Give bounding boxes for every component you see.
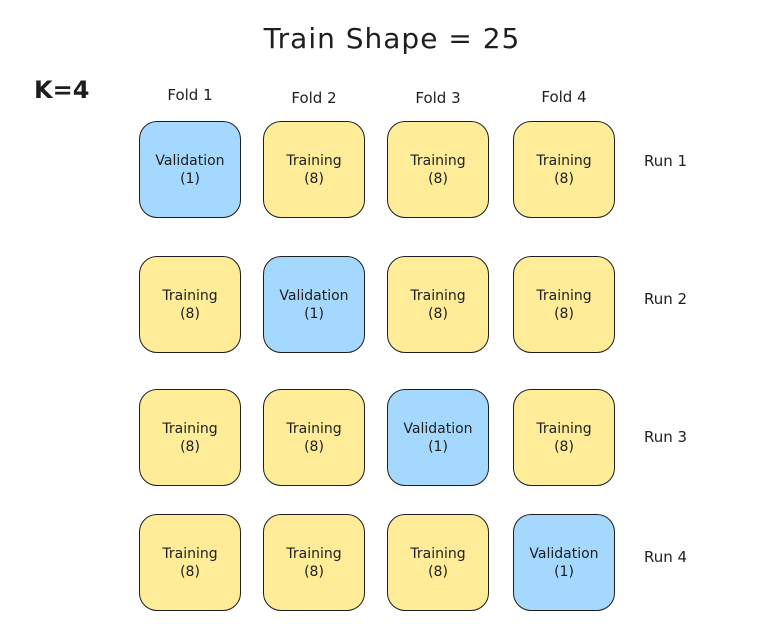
cell-label: Training [286, 420, 342, 437]
cell-count: (8) [428, 563, 448, 580]
cell-label: Training [536, 152, 592, 169]
cell-label: Training [536, 420, 592, 437]
cell-count: (8) [304, 170, 324, 187]
training-cell-run4-fold1: Training(8) [139, 514, 241, 611]
cell-label: Training [162, 545, 218, 562]
run-label-3: Run 3 [644, 428, 688, 446]
cell-count: (8) [180, 305, 200, 322]
cell-label: Training [410, 287, 466, 304]
validation-cell-run4-fold4: Validation(1) [513, 514, 615, 611]
fold-label-2: Fold 2 [291, 89, 337, 107]
cell-count: (8) [554, 438, 574, 455]
training-cell-run4-fold3: Training(8) [387, 514, 489, 611]
training-cell-run2-fold1: Training(8) [139, 256, 241, 353]
cell-count: (8) [304, 438, 324, 455]
validation-cell-run3-fold3: Validation(1) [387, 389, 489, 486]
cell-count: (8) [428, 305, 448, 322]
training-cell-run1-fold4: Training(8) [513, 121, 615, 218]
fold-label-1: Fold 1 [167, 86, 213, 104]
cell-count: (8) [428, 170, 448, 187]
cell-label: Training [162, 287, 218, 304]
run-label-4: Run 4 [644, 548, 688, 566]
cell-label: Training [536, 287, 592, 304]
cell-count: (8) [180, 563, 200, 580]
validation-cell-run1-fold1: Validation(1) [139, 121, 241, 218]
cell-label: Validation [279, 287, 349, 304]
cell-count: (1) [428, 438, 448, 455]
training-cell-run1-fold3: Training(8) [387, 121, 489, 218]
cell-count: (8) [554, 170, 574, 187]
k-label: K=4 [34, 76, 90, 104]
cell-label: Training [286, 545, 342, 562]
training-cell-run3-fold1: Training(8) [139, 389, 241, 486]
cell-label: Training [410, 545, 466, 562]
validation-cell-run2-fold2: Validation(1) [263, 256, 365, 353]
run-label-1: Run 1 [644, 152, 688, 170]
cell-label: Validation [403, 420, 473, 437]
run-label-2: Run 2 [644, 290, 688, 308]
cell-label: Training [286, 152, 342, 169]
diagram-title: Train Shape = 25 [263, 22, 521, 55]
training-cell-run2-fold4: Training(8) [513, 256, 615, 353]
cell-count: (8) [180, 438, 200, 455]
cell-label: Validation [155, 152, 225, 169]
cell-count: (1) [554, 563, 574, 580]
training-cell-run1-fold2: Training(8) [263, 121, 365, 218]
cell-count: (1) [180, 170, 200, 187]
cell-label: Training [410, 152, 466, 169]
fold-label-4: Fold 4 [541, 88, 587, 106]
cell-count: (8) [554, 305, 574, 322]
training-cell-run3-fold4: Training(8) [513, 389, 615, 486]
training-cell-run3-fold2: Training(8) [263, 389, 365, 486]
cell-count: (1) [304, 305, 324, 322]
cell-label: Training [162, 420, 218, 437]
training-cell-run4-fold2: Training(8) [263, 514, 365, 611]
cell-count: (8) [304, 563, 324, 580]
training-cell-run2-fold3: Training(8) [387, 256, 489, 353]
cell-label: Validation [529, 545, 599, 562]
fold-label-3: Fold 3 [415, 89, 461, 107]
